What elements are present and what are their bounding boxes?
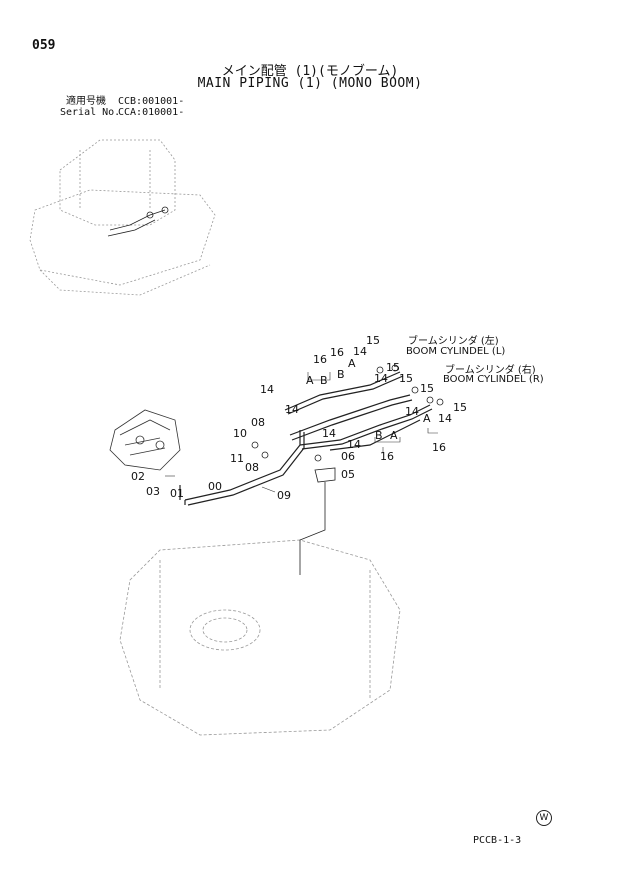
callout-16: 16 [380, 450, 394, 463]
callout-02: 02 [131, 470, 145, 483]
title-japanese: メイン配管 (1)(モノブーム) [221, 64, 399, 79]
callout-A: A [306, 374, 314, 387]
callout-14: 14 [438, 412, 452, 425]
callout-01: 01 [170, 487, 184, 500]
callout-14: 14 [285, 403, 299, 416]
callout-15: 15 [386, 361, 400, 374]
callout-16: 16 [432, 441, 446, 454]
serial-value-1: CCB:001001- [118, 96, 185, 107]
footer-page-code: PCCB-1-3 [473, 835, 522, 846]
callout-B: B [375, 429, 383, 442]
callout-14: 14 [405, 405, 419, 418]
fittings [251, 364, 444, 462]
callout-16: 16 [330, 346, 344, 359]
callout-14: 14 [260, 383, 274, 396]
callout-14: 14 [347, 438, 361, 451]
hose-set-upper [284, 371, 433, 451]
callout-B: B [337, 368, 345, 381]
callout-11: 11 [230, 452, 244, 465]
callout-A: A [390, 429, 398, 442]
serial-value-2: CCA:010001- [118, 107, 185, 118]
callout-A: A [348, 357, 356, 370]
callout-14: 14 [374, 372, 388, 385]
main-pipe-00 [179, 430, 305, 506]
base-frame-sketch [119, 539, 401, 736]
bracket-05 [299, 467, 336, 575]
boom-cylinder-left-jp: ブームシリンダ (左) [408, 336, 499, 347]
callout-09: 09 [277, 489, 291, 502]
callout-08: 08 [245, 461, 259, 474]
callout-15: 15 [420, 382, 434, 395]
callout-14: 14 [322, 427, 336, 440]
callout-16: 16 [313, 353, 327, 366]
machine-overview-detail [107, 206, 169, 237]
callout-14: 14 [353, 345, 367, 358]
callout-leaders [165, 372, 438, 493]
callout-15: 15 [453, 401, 467, 414]
callout-03: 03 [146, 485, 160, 498]
serial-label-jp: 適用号機 [66, 96, 106, 107]
callout-B: B [320, 374, 328, 387]
callout-10: 10 [233, 427, 247, 440]
serial-label-en: Serial No. [60, 107, 121, 118]
callout-15: 15 [399, 372, 413, 385]
control-valve [109, 409, 181, 471]
callout-06: 06 [341, 450, 355, 463]
title-english: MAIN PIPING (1) (MONO BOOM) [197, 76, 423, 91]
callout-08: 08 [251, 416, 265, 429]
boom-cylinder-left-en: BOOM CYLINDEL (L) [406, 346, 506, 357]
boom-cylinder-right-jp: ブームシリンダ (右) [445, 365, 536, 376]
callout-00: 00 [208, 480, 222, 493]
boom-cylinder-right-en: BOOM CYLINDEL (R) [443, 374, 544, 385]
page-number: 059 [32, 38, 56, 53]
callout-15: 15 [366, 334, 380, 347]
machine-overview-sketch [29, 139, 216, 296]
callout-A: A [423, 412, 431, 425]
watermark-symbol: W [536, 810, 552, 826]
callout-05: 05 [341, 468, 355, 481]
